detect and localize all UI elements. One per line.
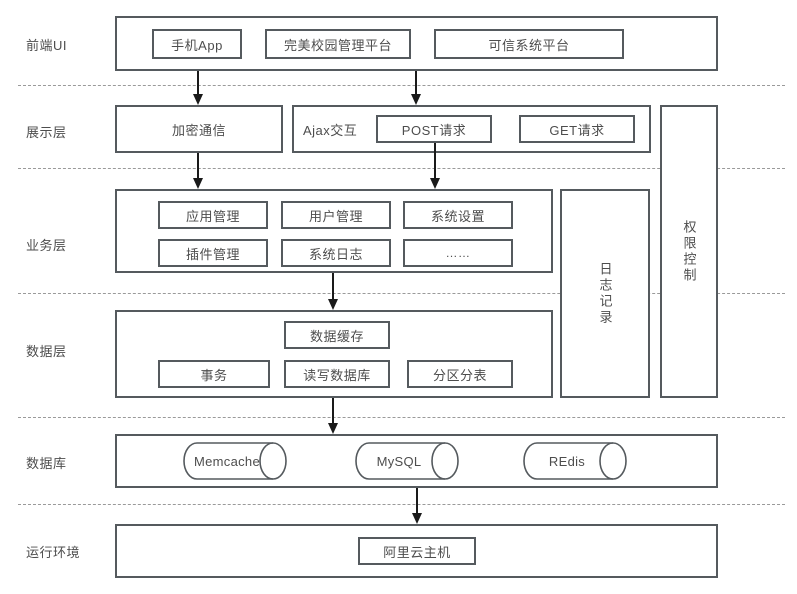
arrow-frontend-to-presentation-right — [408, 71, 424, 107]
node-mysql[interactable]: MySQL — [355, 442, 459, 480]
node-ellipsis[interactable]: …… — [403, 239, 513, 267]
node-user-management[interactable]: 用户管理 — [281, 201, 391, 229]
divider-frontend-presentation — [18, 85, 785, 86]
layer-label-frontend-ui: 前端UI — [26, 38, 68, 53]
node-system-log[interactable]: 系统日志 — [281, 239, 391, 267]
node-encrypted-comm: 加密通信 — [171, 122, 226, 138]
node-get-request[interactable]: GET请求 — [519, 115, 635, 143]
permission-control-label: 权限控制 — [681, 219, 697, 284]
node-transaction[interactable]: 事务 — [158, 360, 270, 388]
divider-presentation-business — [18, 168, 785, 169]
arrow-presentation-to-business-left — [190, 153, 206, 191]
label-ajax: Ajax交互 — [303, 122, 358, 138]
node-log-record[interactable]: 日志记录 — [560, 189, 650, 398]
node-aliyun-host[interactable]: 阿里云主机 — [358, 537, 476, 565]
node-system-settings[interactable]: 系统设置 — [403, 201, 513, 229]
node-trusted-system[interactable]: 可信系统平台 — [434, 29, 624, 59]
node-perfect-campus[interactable]: 完美校园管理平台 — [265, 29, 411, 59]
node-plugin-management[interactable]: 插件管理 — [158, 239, 268, 267]
mysql-label: MySQL — [376, 453, 422, 469]
node-memcache[interactable]: Memcache — [183, 442, 287, 480]
log-record-label: 日志记录 — [597, 261, 613, 326]
layer-label-runtime: 运行环境 — [26, 545, 81, 560]
node-redis[interactable]: REdis — [523, 442, 627, 480]
node-mobile-app[interactable]: 手机App — [152, 29, 242, 59]
arrow-business-to-data — [325, 273, 341, 312]
node-partition-table[interactable]: 分区分表 — [407, 360, 513, 388]
node-data-cache[interactable]: 数据缓存 — [284, 321, 390, 349]
divider-data-database — [18, 417, 785, 418]
node-post-request[interactable]: POST请求 — [376, 115, 492, 143]
layer-label-database: 数据库 — [26, 456, 67, 471]
memcache-label: Memcache — [194, 453, 260, 469]
node-app-management[interactable]: 应用管理 — [158, 201, 268, 229]
presentation-encrypted-band — [115, 105, 283, 153]
arrow-database-to-runtime — [409, 488, 425, 526]
arrow-presentation-to-business-right — [427, 143, 443, 191]
layer-label-business: 业务层 — [26, 238, 67, 253]
node-permission-control[interactable]: 权限控制 — [660, 105, 718, 398]
divider-business-data — [18, 293, 785, 294]
divider-database-runtime — [18, 504, 785, 505]
arrow-data-to-database — [325, 398, 341, 436]
redis-label: REdis — [548, 453, 586, 469]
layer-label-data: 数据层 — [26, 344, 67, 359]
layer-label-presentation: 展示层 — [26, 125, 67, 140]
arrow-frontend-to-presentation-left — [190, 71, 206, 107]
node-rw-database[interactable]: 读写数据库 — [284, 360, 390, 388]
